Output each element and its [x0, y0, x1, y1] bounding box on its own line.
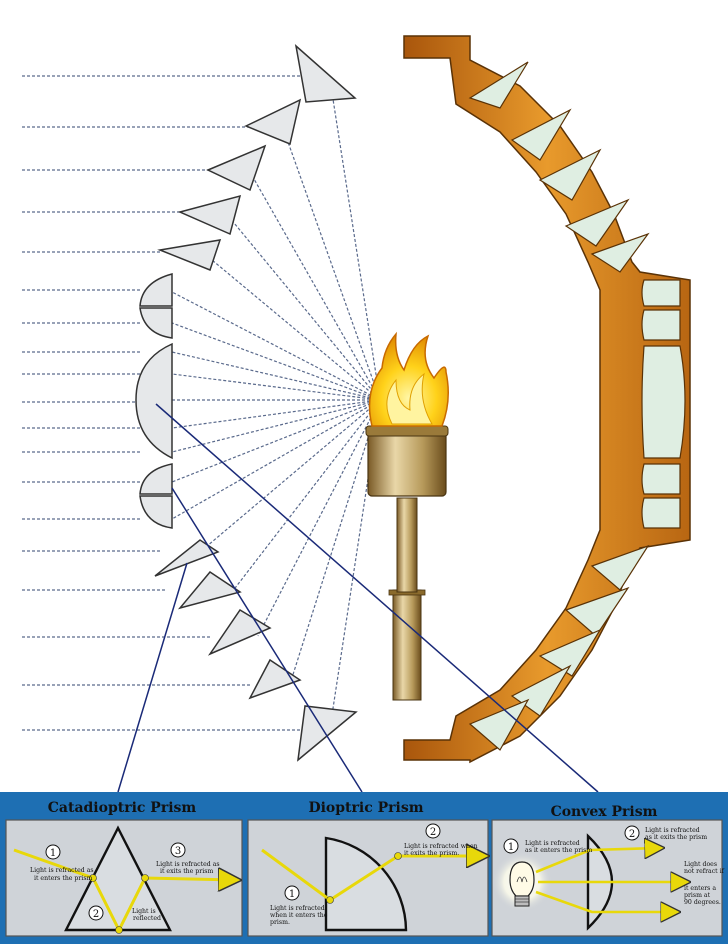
catadioptric-prisms-lower	[154, 539, 358, 762]
step-text: Light is	[132, 908, 156, 915]
catadioptric-prisms-upper	[157, 44, 357, 271]
flame-rays	[171, 79, 381, 729]
note-text: 90 degrees.	[684, 899, 721, 906]
step-number: 1	[289, 889, 295, 900]
panel-catadioptric: 1 Light is refracted as it enters the pr…	[5, 819, 243, 937]
step-number: 1	[508, 842, 514, 853]
output-beams	[22, 75, 300, 731]
step-text: as it exits the prism	[645, 834, 707, 841]
panel-title-dioptric: Dioptric Prism	[308, 800, 423, 816]
step-text: Light is refracted	[270, 905, 325, 912]
step-text: Light is refracted as	[30, 867, 94, 874]
step-number: 2	[93, 909, 99, 920]
step-text: it exits the prism.	[404, 850, 459, 857]
note-text: Light does	[684, 861, 717, 868]
step-text: prism.	[270, 919, 290, 926]
step-number: 3	[175, 846, 181, 857]
dioptric-lenses	[135, 273, 173, 529]
step-text: it enters the prism	[34, 875, 93, 882]
panel-convex: 1 Light is refracted as it enters the pr…	[491, 819, 725, 937]
panel-title-convex: Convex Prism	[551, 804, 658, 820]
light-bulb-icon	[509, 861, 535, 907]
lamp-flame-icon	[365, 331, 449, 701]
step-text: it exits the prism	[160, 868, 213, 875]
step-number: 1	[50, 848, 56, 859]
lens-frame	[403, 35, 691, 764]
step-number: 2	[629, 829, 635, 840]
step-text: when it enters the	[270, 912, 328, 919]
note-text: not refract if	[684, 868, 725, 875]
step-text: Light is refracted	[645, 827, 700, 834]
step-text: Light is refracted as	[156, 861, 220, 868]
panel-dioptric: 1 Light is refracted when it enters the …	[247, 819, 488, 937]
note-text: it enters a	[684, 885, 716, 892]
step-text: as it enters the prism	[525, 847, 592, 854]
step-text: Light is refracted	[525, 840, 580, 847]
note-text: prism at	[684, 892, 711, 899]
pointer-lines	[117, 403, 599, 793]
quarter-lens-prism-icon	[324, 836, 408, 932]
panel-title-catadioptric: Catadioptric Prism	[48, 800, 197, 816]
step-number: 2	[430, 827, 436, 838]
light-path-dioptric	[261, 850, 484, 902]
light-path-convex	[535, 848, 686, 912]
step-text: reflected	[133, 915, 161, 922]
step-text: Light is refracted when	[404, 843, 478, 850]
